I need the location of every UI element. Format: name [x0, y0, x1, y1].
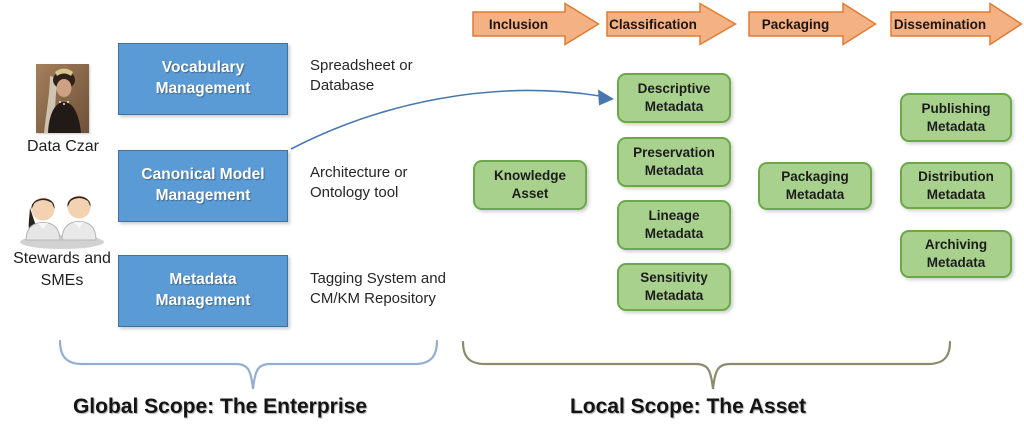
global-scope-label: Global Scope: The Enterprise — [72, 395, 368, 418]
canonical-to-descriptive-arrow — [290, 89, 601, 150]
block-arrow-right-icon — [890, 2, 1023, 46]
phase-label-inclusion: Inclusion — [488, 16, 549, 32]
phase-arrow-inclusion: Inclusion — [472, 2, 600, 46]
stewards-label: Stewards and SMEs — [13, 250, 111, 289]
packaging-metadata-box: Packaging Metadata — [758, 162, 872, 210]
block-arrow-right-icon — [472, 2, 600, 46]
descriptive-metadata-box: Descriptive Metadata — [617, 73, 731, 123]
data-czar-portrait-image — [36, 64, 89, 133]
archiving-metadata-box: Archiving Metadata — [900, 230, 1012, 278]
global-scope-brace — [58, 339, 439, 390]
distribution-metadata-box: Distribution Metadata — [900, 162, 1012, 209]
block-arrow-right-icon — [606, 2, 737, 46]
arrowhead-icon — [598, 89, 614, 106]
phase-label-packaging: Packaging — [761, 16, 830, 32]
phase-label-dissemination: Dissemination — [893, 16, 987, 32]
sensitivity-metadata-box: Sensitivity Metadata — [617, 263, 731, 311]
data-czar-label: Data Czar — [26, 138, 100, 155]
stewards-icon — [16, 188, 108, 250]
phase-arrow-classification: Classification — [606, 2, 737, 46]
canonical-model-management-box: Canonical Model Management — [118, 150, 288, 222]
metadata-tool-label: Tagging System and CM/KM Repository — [310, 270, 446, 307]
phase-arrow-packaging: Packaging — [748, 2, 877, 46]
preservation-metadata-box: Preservation Metadata — [617, 137, 731, 187]
vocabulary-tool-label: Spreadsheet or Database — [310, 57, 413, 94]
canonical-tool-label: Architecture or Ontology tool — [310, 164, 408, 201]
lineage-metadata-box: Lineage Metadata — [617, 200, 731, 250]
local-scope-label: Local Scope: The Asset — [569, 395, 807, 418]
phase-arrow-dissemination: Dissemination — [890, 2, 1023, 46]
data-czar-photo — [36, 64, 89, 133]
phase-label-classification: Classification — [609, 16, 697, 32]
local-scope-brace — [461, 340, 952, 390]
metadata-management-box: Metadata Management — [118, 255, 288, 327]
knowledge-asset-box: Knowledge Asset — [473, 160, 587, 210]
publishing-metadata-box: Publishing Metadata — [900, 93, 1012, 142]
block-arrow-right-icon — [748, 2, 877, 46]
two-people-icon — [20, 195, 104, 249]
vocabulary-management-box: Vocabulary Management — [118, 43, 288, 115]
